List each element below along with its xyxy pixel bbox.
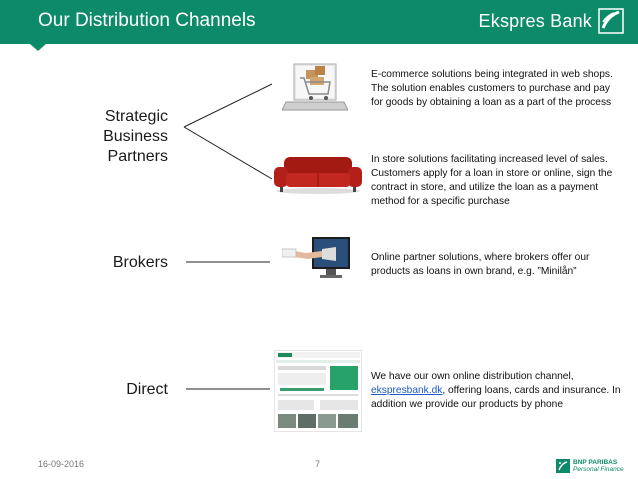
footer-date: 16-09-2016 bbox=[38, 459, 85, 469]
connector-strategic-top bbox=[183, 83, 273, 128]
brokers-monitor-hand-image bbox=[282, 237, 350, 278]
bnp-paribas-logo: BNP PARIBAS Personal Finance bbox=[556, 459, 624, 473]
brand-name: Ekspres Bank bbox=[478, 10, 592, 31]
header-bar bbox=[0, 0, 638, 44]
label-line: Business bbox=[103, 128, 168, 145]
page-title: Our Distribution Channels bbox=[38, 10, 256, 31]
ecommerce-description: E-commerce solutions being integrated in… bbox=[371, 69, 613, 108]
direct-description-text: We have our own online distribution chan… bbox=[371, 371, 574, 382]
ekspresbank-link[interactable]: ekspresbank.dk bbox=[371, 385, 443, 396]
label-line: Partners bbox=[107, 148, 168, 165]
direct-website-screenshot-image bbox=[274, 350, 362, 432]
header-notch bbox=[30, 44, 46, 51]
bnp-stars-icon bbox=[556, 459, 570, 473]
brokers-description: Online partner solutions, where brokers … bbox=[371, 252, 590, 277]
direct-description-text: , offering loans, cards and insurance. I… bbox=[371, 385, 621, 410]
instore-red-sofa-image bbox=[274, 157, 362, 194]
bnp-logo-line1: BNP PARIBAS bbox=[573, 459, 618, 466]
brand-logo: Ekspres Bank bbox=[479, 8, 624, 34]
bnp-logo-line2: Personal Finance bbox=[573, 466, 624, 473]
instore-description: In store solutions facilitating increase… bbox=[371, 154, 613, 207]
connector-strategic-bottom bbox=[183, 126, 273, 180]
direct-description: We have our own online distribution chan… bbox=[371, 370, 621, 412]
label-strategic-partners: Strategic Business Partners bbox=[96, 107, 168, 167]
label-line: Strategic bbox=[104, 108, 168, 125]
ecommerce-laptop-cart-image bbox=[282, 63, 348, 111]
page-number: 7 bbox=[315, 459, 321, 469]
brand-mark-icon bbox=[598, 8, 624, 34]
label-brokers: Brokers bbox=[112, 254, 168, 271]
label-direct: Direct bbox=[126, 381, 168, 398]
